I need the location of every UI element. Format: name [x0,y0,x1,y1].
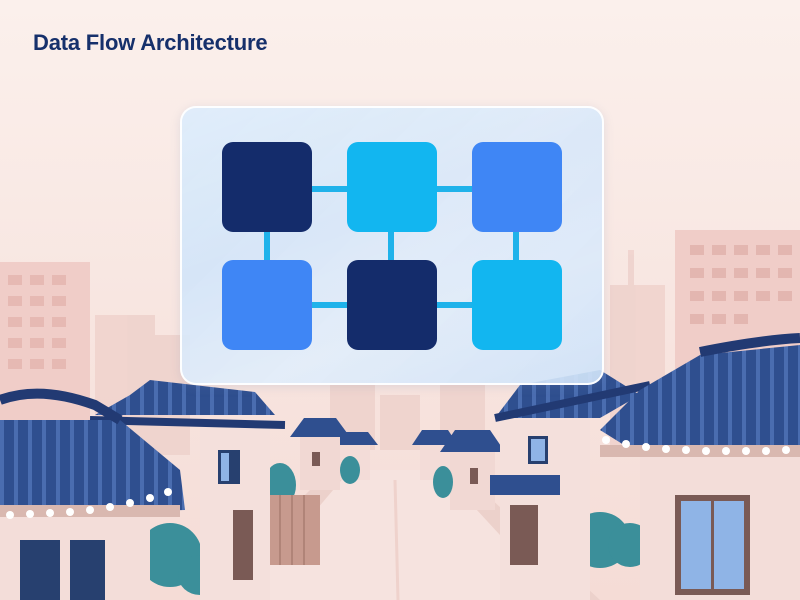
connector-3-6 [513,230,519,262]
connector-2-5 [388,230,394,262]
far-houses-right [412,430,505,510]
connector-4-5 [312,302,348,308]
connector-5-6 [437,302,473,308]
node-4 [222,260,312,350]
node-5 [347,260,437,350]
node-2 [347,142,437,232]
left-house-front [0,388,185,600]
page-title: Data Flow Architecture [33,30,268,55]
node-6 [472,260,562,350]
right-house-front [600,333,800,600]
connector-1-2 [312,186,348,192]
far-houses-left [290,418,378,490]
diagram-panel [180,106,604,385]
connector-1-4 [264,230,270,262]
connector-2-3 [437,186,473,192]
left-house-mid [89,380,320,600]
right-house-mid [490,370,651,600]
node-3 [472,142,562,232]
node-1 [222,142,312,232]
